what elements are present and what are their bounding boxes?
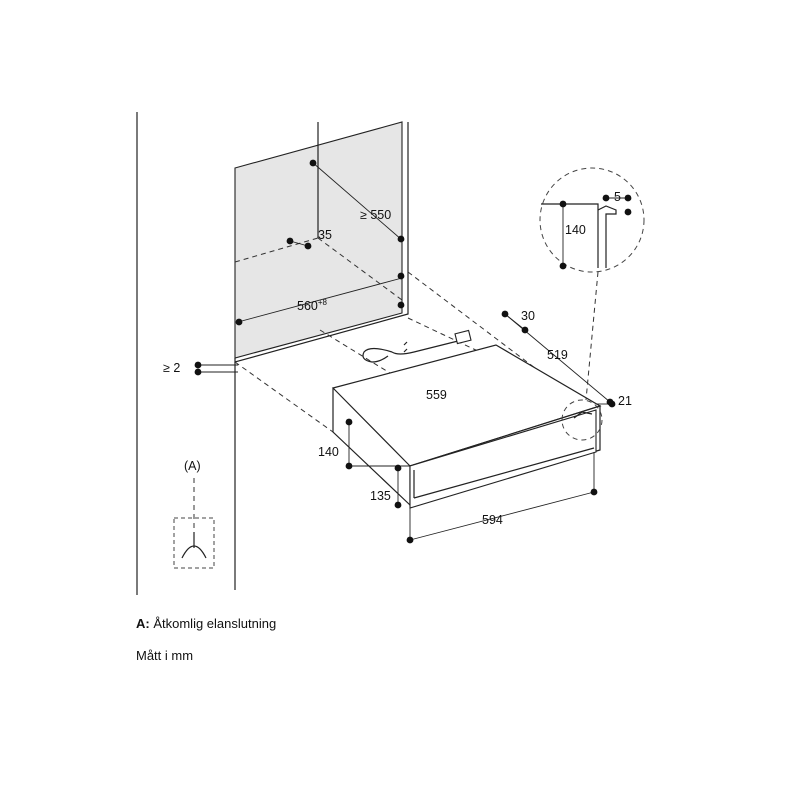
dim-front-width: 594 <box>482 513 503 527</box>
dim-detail-width: 5 <box>614 190 621 204</box>
callout-label-a: (A) <box>184 459 201 473</box>
cabinet-side-panel <box>136 112 236 595</box>
dim-niche-width: 560+8 <box>297 298 328 313</box>
dim-front-height: 135 <box>370 489 391 503</box>
dim-niche-width-tolerance: +8 <box>318 298 328 307</box>
dimension-endpoints <box>194 159 632 544</box>
dim-niche-depth: ≥ 550 <box>360 208 391 222</box>
dim-gap: ≥ 2 <box>163 361 180 375</box>
warming-drawer <box>331 344 602 509</box>
power-cable <box>362 329 472 363</box>
niche-dimension-lines <box>200 161 403 373</box>
legend-text-a: Åtkomlig elanslutning <box>153 616 277 631</box>
electrical-connection-symbol <box>173 478 215 569</box>
dim-detail-height: 140 <box>565 223 586 237</box>
detail-magnifier <box>539 167 645 441</box>
dim-detail-offset: 21 <box>618 394 632 408</box>
units-note: Mått i mm <box>136 648 194 663</box>
dim-cable-offset: 30 <box>521 309 535 323</box>
dim-niche-offset: 35 <box>318 228 332 242</box>
dim-niche-width-value: 560 <box>297 299 318 313</box>
legend-key-a: A: <box>136 616 150 631</box>
dim-top-width: 559 <box>426 388 447 402</box>
projection-lines <box>234 271 581 433</box>
dim-appliance-height: 140 <box>318 445 339 459</box>
legend-connection: A: Åtkomlig elanslutning <box>136 616 276 631</box>
dim-appliance-depth: 519 <box>547 348 568 362</box>
installation-niche <box>234 121 409 363</box>
